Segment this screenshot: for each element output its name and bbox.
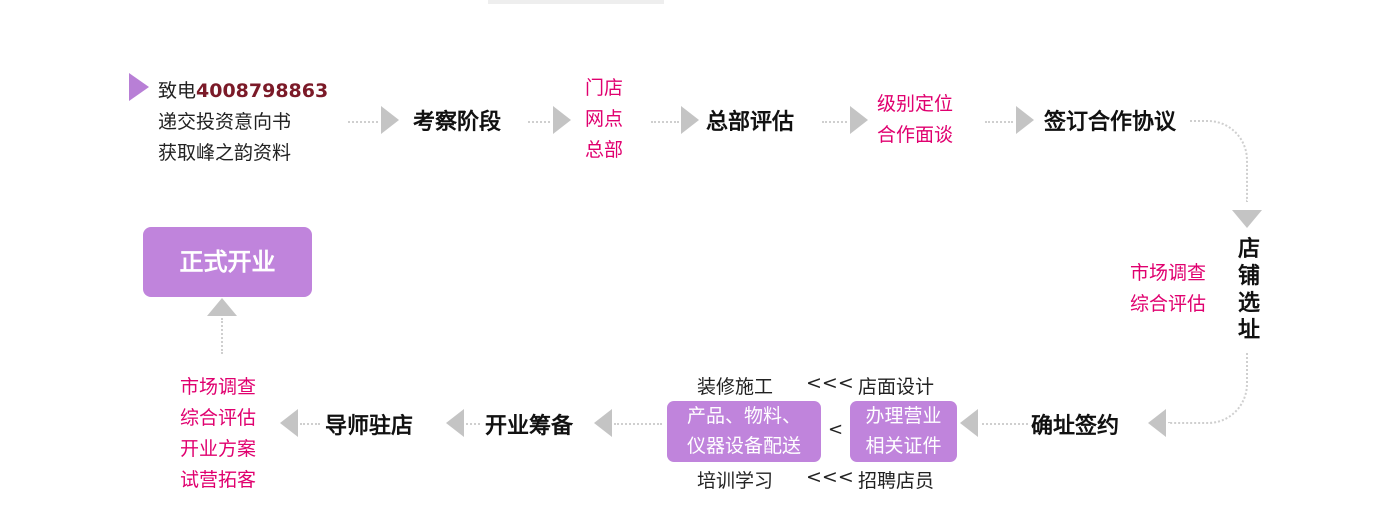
arrow-left-icon	[446, 409, 464, 437]
arrow-up-icon	[207, 298, 237, 316]
inspect-item: 总部	[585, 139, 624, 161]
prep-products-line: 仪器设备配送	[686, 435, 801, 457]
prep-arrow-triple: <<<	[806, 466, 854, 488]
site-select-char: 址	[1237, 318, 1260, 343]
mentor-item: 综合评估	[180, 407, 257, 429]
step-sign-agreement: 签订合作协议	[1044, 110, 1177, 135]
eval-items: 级别定位 合作面谈	[877, 89, 953, 151]
prep-license-line: 相关证件	[865, 435, 942, 457]
intro-text: 致电4008798863 递交投资意向书 获取峰之韵资料	[158, 76, 328, 169]
phone-number[interactable]: 4008798863	[196, 80, 329, 102]
arrow-right-icon	[553, 106, 571, 134]
arrow-left-icon	[594, 409, 612, 437]
prep-arrow-single: <	[828, 419, 844, 440]
step-site-select: 店 铺 选 址	[1236, 236, 1262, 344]
arrow-down-icon	[1232, 210, 1262, 228]
step-mentor: 导师驻店	[325, 414, 414, 439]
connector-line	[466, 423, 480, 425]
connector-line	[300, 423, 320, 425]
step-confirm-sign: 确址签约	[1031, 414, 1120, 439]
connector-line	[528, 121, 550, 123]
step-prepare: 开业筹备	[485, 414, 574, 439]
connector-line	[651, 121, 679, 123]
step-hq-eval: 总部评估	[706, 110, 795, 135]
site-item: 市场调查	[1130, 262, 1207, 284]
arrow-left-icon	[280, 409, 298, 437]
intro-line-3: 获取峰之韵资料	[158, 142, 292, 164]
mentor-items: 市场调查 综合评估 开业方案 试营拓客	[180, 372, 256, 496]
start-marker-icon	[129, 73, 149, 101]
connector-curve	[1190, 120, 1248, 202]
inspect-item: 门店	[585, 77, 624, 99]
arrow-right-icon	[681, 106, 699, 134]
arrow-right-icon	[1016, 106, 1034, 134]
step-opening: 正式开业	[143, 227, 312, 297]
site-select-char: 选	[1237, 291, 1260, 316]
connector-curve	[1168, 352, 1248, 424]
top-divider	[488, 0, 664, 4]
prep-decoration: 装修施工	[697, 376, 774, 398]
connector-line	[982, 423, 1028, 425]
prep-products-line: 产品、物料、	[686, 405, 801, 427]
mentor-item: 开业方案	[180, 438, 257, 460]
arrow-left-icon	[960, 409, 978, 437]
arrow-left-icon	[1148, 409, 1166, 437]
connector-line	[614, 423, 662, 425]
connector-line	[348, 121, 378, 123]
inspect-items: 门店 网点 总部	[585, 73, 623, 166]
site-select-char: 店	[1237, 237, 1260, 262]
inspect-item: 网点	[585, 108, 624, 130]
eval-item: 级别定位	[877, 93, 954, 115]
prep-license-box: 办理营业 相关证件	[850, 401, 957, 462]
prep-store-design: 店面设计	[858, 376, 935, 398]
connector-line	[221, 318, 223, 354]
eval-item: 合作面谈	[877, 124, 954, 146]
connector-line	[822, 121, 847, 123]
connector-line	[985, 121, 1013, 123]
arrow-right-icon	[850, 106, 868, 134]
prep-products-box: 产品、物料、 仪器设备配送	[667, 401, 821, 462]
call-label: 致电	[158, 80, 197, 102]
prep-license-line: 办理营业	[865, 405, 942, 427]
prep-arrow-triple: <<<	[806, 372, 854, 394]
site-items: 市场调查 综合评估	[1130, 258, 1206, 320]
site-item: 综合评估	[1130, 293, 1207, 315]
mentor-item: 市场调查	[180, 376, 257, 398]
prep-recruit: 招聘店员	[858, 470, 935, 492]
site-select-char: 铺	[1237, 264, 1260, 289]
prep-training: 培训学习	[697, 470, 774, 492]
intro-line-2: 递交投资意向书	[158, 111, 292, 133]
step-inspect: 考察阶段	[413, 110, 502, 135]
mentor-item: 试营拓客	[180, 469, 257, 491]
arrow-right-icon	[381, 106, 399, 134]
